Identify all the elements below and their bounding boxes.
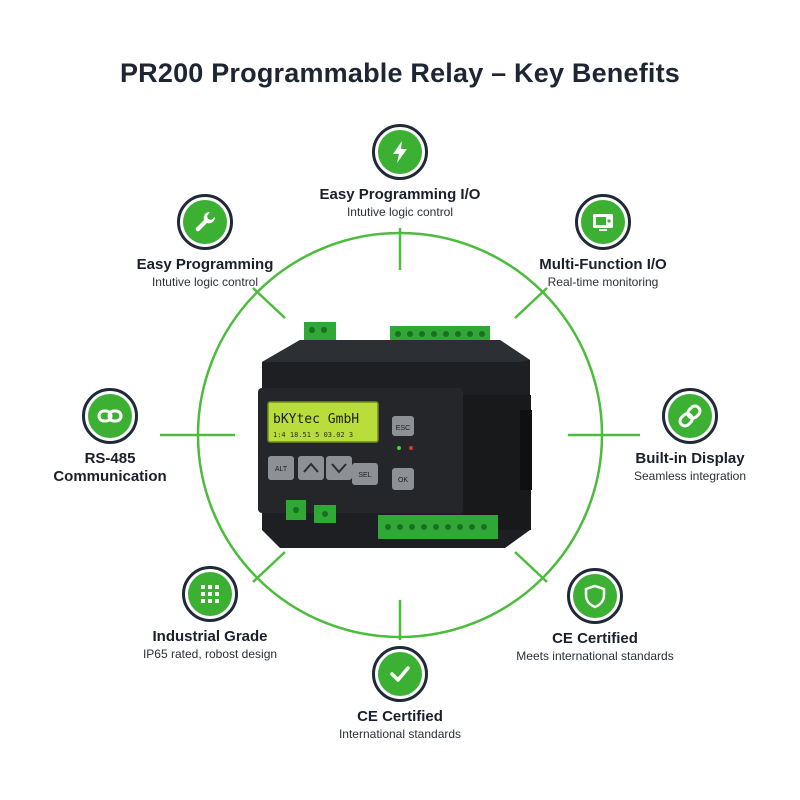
feature-top-left: Easy Programming Intutive logic control [110, 194, 300, 290]
grid-icon [182, 566, 238, 622]
lcd-line-2: 1:4 18.51 5 03.02 3 [273, 431, 353, 439]
lightning-icon [372, 124, 428, 180]
device-side-panel [463, 395, 531, 530]
status-led-green [397, 446, 401, 450]
down-button-shape [326, 456, 352, 480]
chain-link-icon [662, 388, 718, 444]
sel-button-label: SEL [358, 472, 371, 479]
feature-desc: Real-time monitoring [547, 275, 659, 289]
ok-button-label: OK [398, 477, 408, 484]
feature-top-right: Multi-Function I/O Real-time monitoring [508, 194, 698, 290]
alt-button-label: ALT [275, 466, 288, 473]
lcd-screen [267, 401, 379, 443]
feature-left: RS-485 Communication [35, 388, 185, 486]
feature-right: Built-in Display Seamless integration [610, 388, 770, 484]
up-arrow-icon [303, 462, 319, 473]
feature-bottom-right: CE Certified Meets international standar… [495, 568, 695, 664]
checkmark-icon [372, 646, 428, 702]
down-arrow-icon [331, 463, 347, 474]
feature-desc: International standards [338, 727, 462, 741]
feature-desc: Intutive logic control [346, 205, 454, 219]
lcd-line-1: bKYtec GmbH [273, 412, 359, 427]
feature-name: CE Certified [357, 708, 443, 725]
feature-name: Industrial Grade [152, 628, 268, 645]
feature-desc: Intutive logic control [151, 275, 259, 289]
status-led-red [409, 446, 413, 450]
shield-icon [567, 568, 623, 624]
feature-bottom-left: Industrial Grade IP65 rated, robost desi… [115, 566, 305, 662]
pr200-device: bKYtec GmbH 1:4 18.51 5 03.02 3 ESC ALT … [258, 322, 532, 548]
feature-bottom: CE Certified International standards [300, 646, 500, 742]
esc-button-label: ESC [396, 425, 410, 432]
feature-top: Easy Programming I/O Intutive logic cont… [300, 124, 500, 220]
sel-button-shape [352, 463, 378, 485]
esc-button-shape [392, 416, 414, 436]
link-icon [82, 388, 138, 444]
feature-desc: IP65 rated, robost design [142, 647, 278, 661]
connector-lines [160, 228, 640, 640]
alt-button-shape [268, 456, 294, 480]
feature-name: CE Certified [552, 630, 638, 647]
feature-name: Easy Programming [136, 256, 274, 273]
feature-name: Multi-Function I/O [539, 256, 667, 273]
page-title: PR200 Programmable Relay – Key Benefits [119, 58, 681, 88]
feature-name-line2: Communication [53, 468, 167, 485]
feature-name-line1: RS-485 [84, 450, 136, 467]
feature-name: Easy Programming I/O [319, 186, 481, 203]
feature-desc: Meets international standards [516, 649, 674, 663]
up-button-shape [298, 456, 324, 480]
wrench-icon [177, 194, 233, 250]
feature-name: Built-in Display [635, 450, 745, 467]
feature-desc: Seamless integration [633, 469, 747, 483]
ok-button-shape [392, 468, 414, 490]
monitor-icon [575, 194, 631, 250]
